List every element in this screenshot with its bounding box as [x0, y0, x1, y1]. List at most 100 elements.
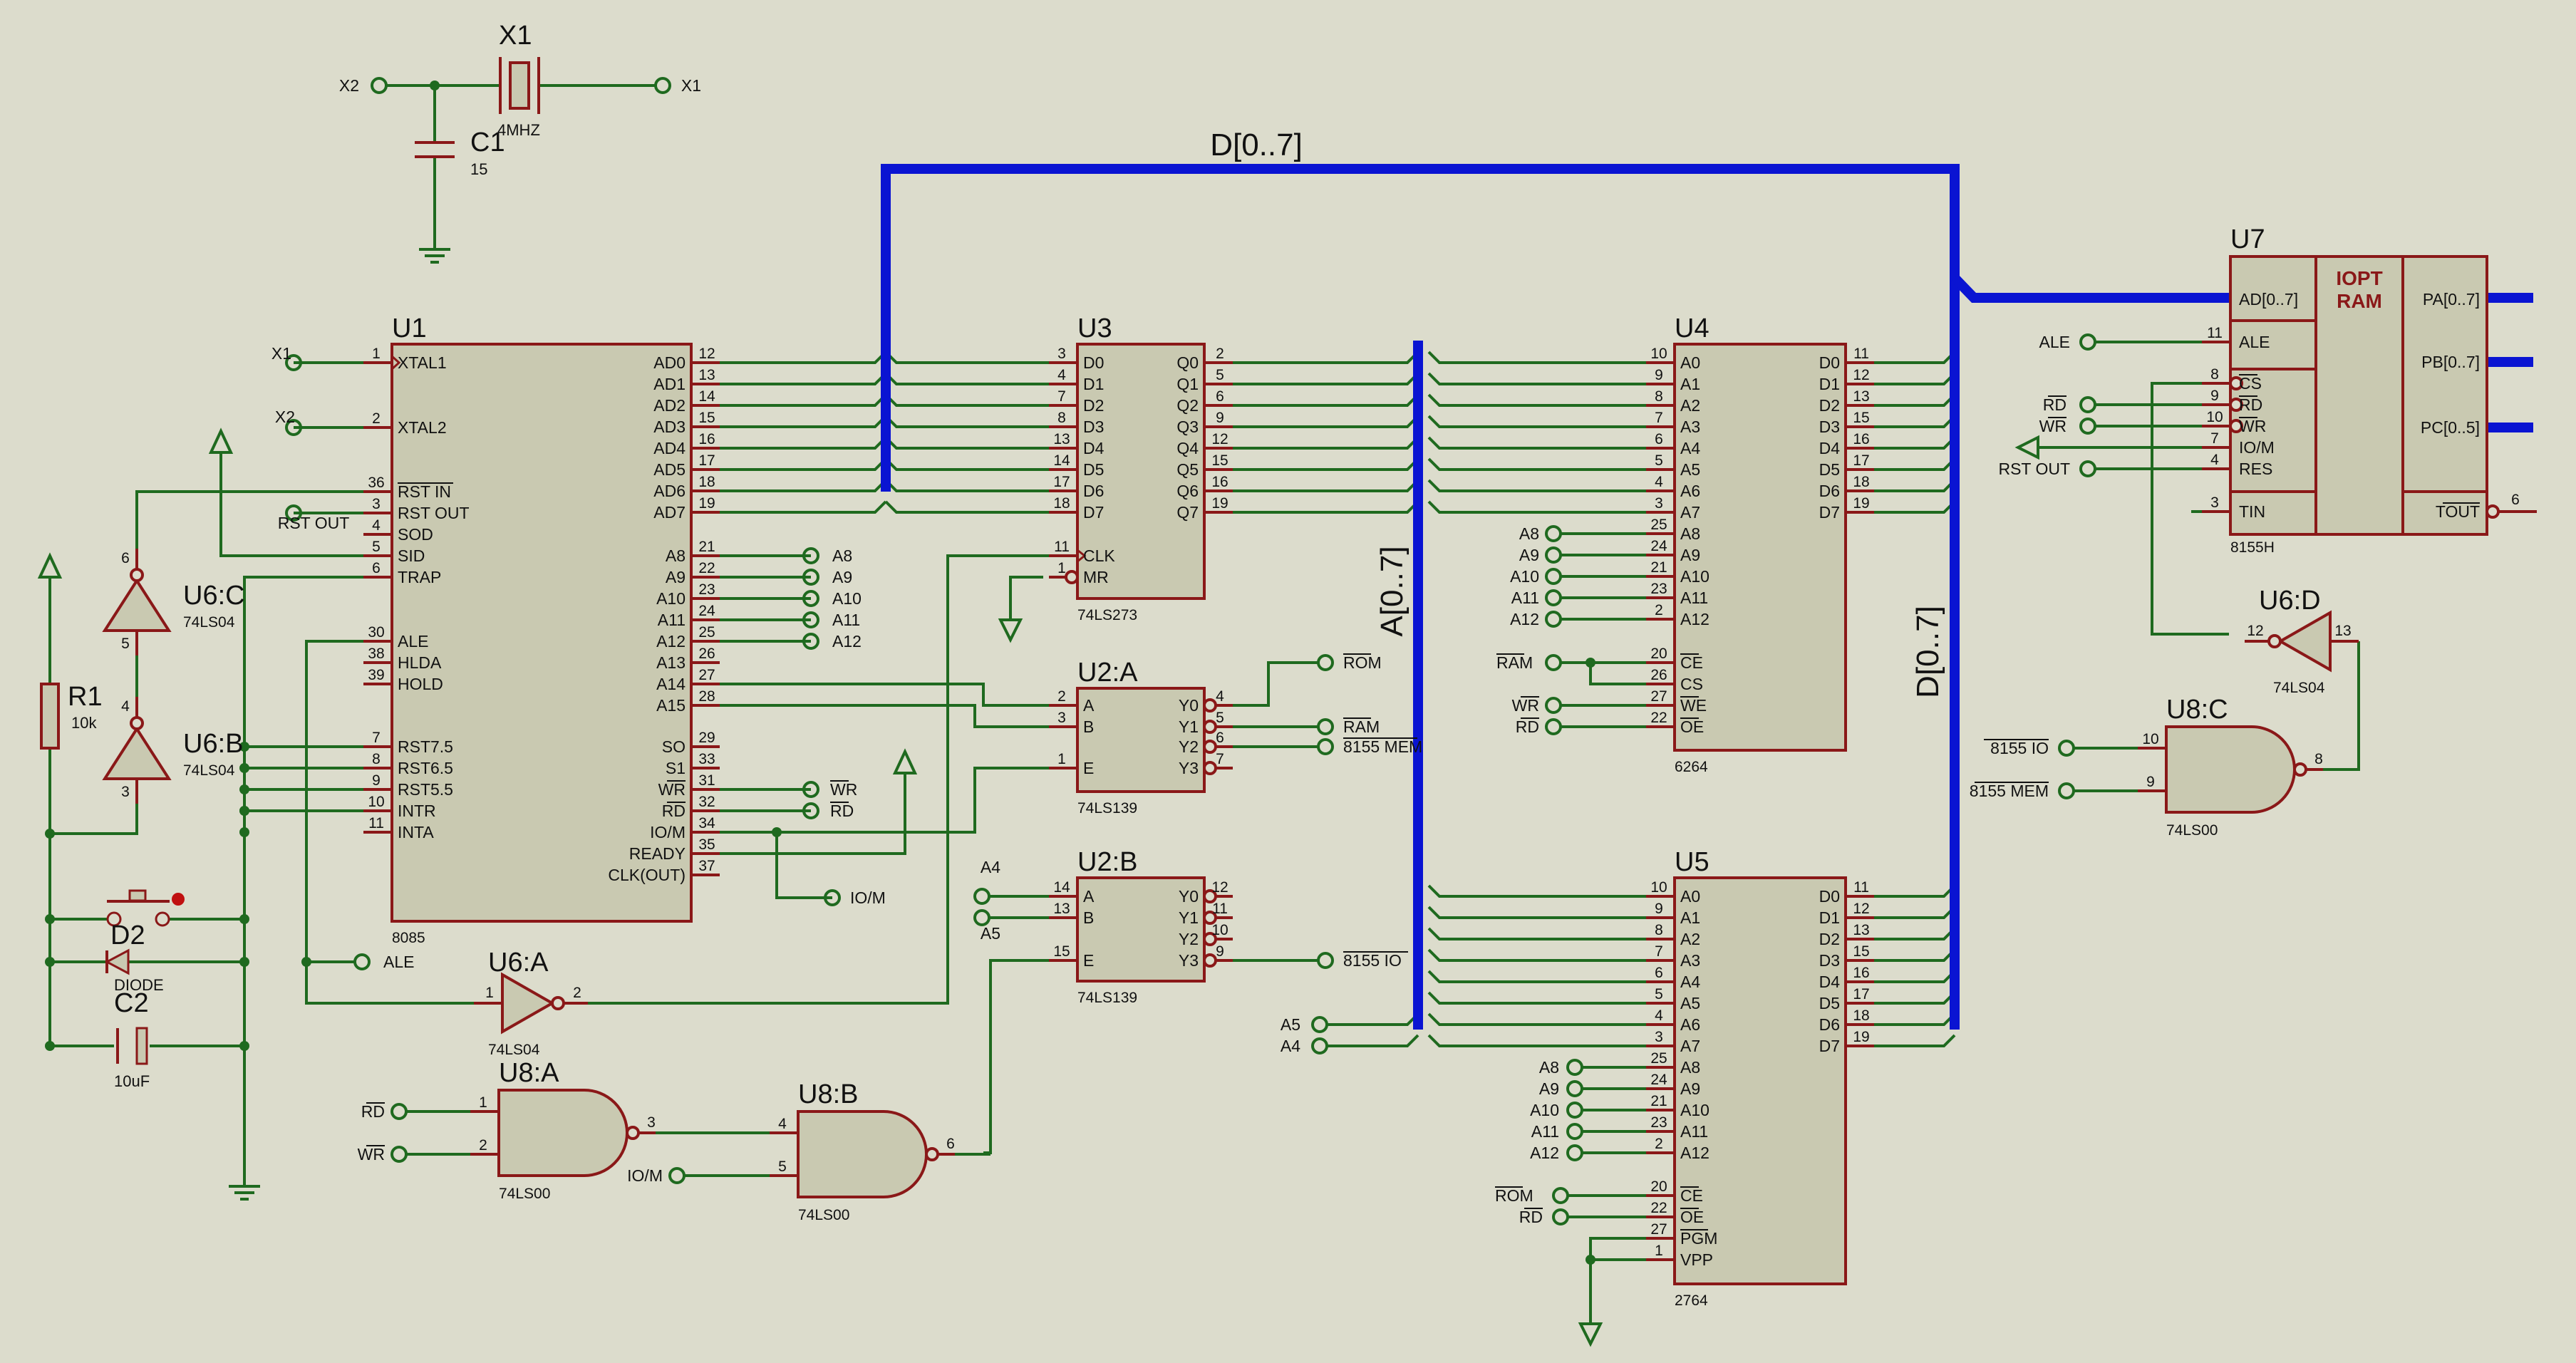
net-label: A11	[1531, 1122, 1559, 1141]
u1-pin-num: 33	[698, 751, 715, 767]
junction-dot	[239, 914, 249, 924]
u6c-pin: 5	[121, 636, 130, 652]
u1-pin-name: RST7.5	[398, 737, 453, 756]
u2b-pin-num: 11	[1212, 901, 1228, 917]
u5-pin-name: A1	[1680, 908, 1700, 927]
q-wire	[1233, 372, 1419, 385]
terminal	[1317, 654, 1334, 671]
junction-dot	[239, 957, 249, 967]
ad-wire	[884, 436, 1049, 450]
u4-ref: U4	[1675, 313, 1709, 343]
junction-dot	[239, 784, 249, 794]
u4-pin-num: 24	[1650, 538, 1667, 554]
net-8155-mem: 8155 MEM	[1343, 737, 1422, 756]
terminal	[353, 953, 371, 970]
wire	[2151, 382, 2229, 636]
u7-pin-name: PB[0..7]	[2421, 353, 2480, 371]
u2b-pin-name: Y2	[1179, 930, 1199, 948]
u1-pin-num: 29	[698, 730, 715, 746]
u3-pin-name: D4	[1083, 439, 1105, 457]
rst-in-wire	[135, 490, 363, 549]
u5-pin-name: A8	[1680, 1058, 1700, 1077]
d2-value: DIODE	[114, 976, 164, 994]
u4-pin-name: A0	[1680, 353, 1700, 372]
terminal	[1311, 1016, 1328, 1033]
u4-pin-name: D7	[1819, 503, 1840, 522]
terminal	[2079, 460, 2096, 477]
terminal	[973, 888, 990, 905]
u1-pin-num: 28	[698, 688, 715, 705]
u4-pin-name: A3	[1680, 418, 1700, 436]
u5-pin-name: A3	[1680, 951, 1700, 970]
terminal	[802, 547, 819, 564]
u5-pin-num: 9	[1655, 901, 1663, 917]
u1-pin-name: WR	[658, 780, 686, 799]
u3-pin-num: 5	[1216, 367, 1224, 383]
net-a4: A4	[1281, 1037, 1300, 1055]
inversion-bubble	[2229, 398, 2243, 412]
u6d-ref: U6:D	[2259, 586, 2321, 616]
ad-wire	[720, 351, 887, 364]
u4-pin-name: D6	[1819, 482, 1840, 500]
u4-pin-num: 26	[1650, 667, 1667, 683]
u1-pin-num: 21	[698, 539, 715, 555]
u3-pin-name: Q2	[1176, 396, 1199, 415]
u4-pin-name: A9	[1680, 546, 1700, 564]
u4-pin-name: A2	[1680, 396, 1700, 415]
q-wire	[1233, 351, 1419, 364]
u2b-pin-name: Y0	[1179, 887, 1199, 906]
u5-pin-num: 17	[1853, 986, 1869, 1002]
net-x2: X2	[275, 408, 295, 426]
u2a-pin-num: 4	[1216, 688, 1224, 705]
net-label: WR	[830, 780, 857, 799]
wire	[1233, 661, 1318, 707]
terminal	[1566, 1059, 1583, 1076]
terminal	[285, 504, 302, 522]
q-wire	[1233, 436, 1419, 450]
u5-pin-name: VPP	[1680, 1250, 1713, 1269]
capacitor-plate	[135, 1027, 148, 1065]
ad-wire	[720, 479, 887, 492]
u4-pin-num: 9	[1655, 367, 1663, 383]
u1-pin-num: 19	[698, 495, 715, 512]
net-label: A12	[832, 632, 862, 651]
u1-pin-name: A14	[656, 675, 686, 693]
u1-pin-num: 14	[698, 388, 715, 405]
u1-pin-name: AD1	[653, 375, 686, 393]
u2b-pin-num: 13	[1053, 901, 1070, 917]
inversion-bubble	[925, 1147, 939, 1161]
u5-pin-name: A12	[1680, 1144, 1709, 1162]
addr-wire	[1427, 372, 1646, 385]
ad-wire	[884, 500, 1049, 514]
u3-pin-name: D5	[1083, 460, 1104, 479]
u6d-pin: 12	[2247, 623, 2263, 639]
u2b-pin-name: B	[1083, 908, 1094, 927]
c1-ref: C1	[470, 128, 505, 157]
net-a4: A4	[981, 858, 1000, 876]
junction-dot	[239, 1041, 249, 1051]
u1-pin-num: 34	[698, 815, 715, 831]
inversion-bubble	[1203, 761, 1217, 775]
u2a-pin-num: 5	[1216, 710, 1224, 726]
ale-clock-wire	[559, 554, 1049, 1005]
u5-pin-num: 12	[1853, 901, 1869, 917]
u1-pin-num: 9	[372, 772, 381, 789]
u3-pin-name: D2	[1083, 396, 1104, 415]
u5-pin-num: 24	[1650, 1072, 1667, 1088]
data-bus-label: D[0..7]	[1210, 128, 1303, 162]
u3-pin-name: Q5	[1176, 460, 1199, 479]
data-wire	[1874, 500, 1956, 514]
inversion-bubble	[1203, 740, 1217, 754]
q-wire	[1233, 415, 1419, 428]
terminal	[1311, 1037, 1328, 1054]
u3-pin-name: Q7	[1176, 503, 1199, 522]
u1-pin-name: HOLD	[398, 675, 443, 693]
u1-pin-name: AD0	[653, 353, 686, 372]
net-label: A11	[832, 611, 860, 629]
terminal	[802, 802, 819, 819]
u6a-triangle	[501, 972, 556, 1035]
u4-pin-name: CE	[1680, 653, 1703, 672]
terminal	[2079, 333, 2096, 351]
